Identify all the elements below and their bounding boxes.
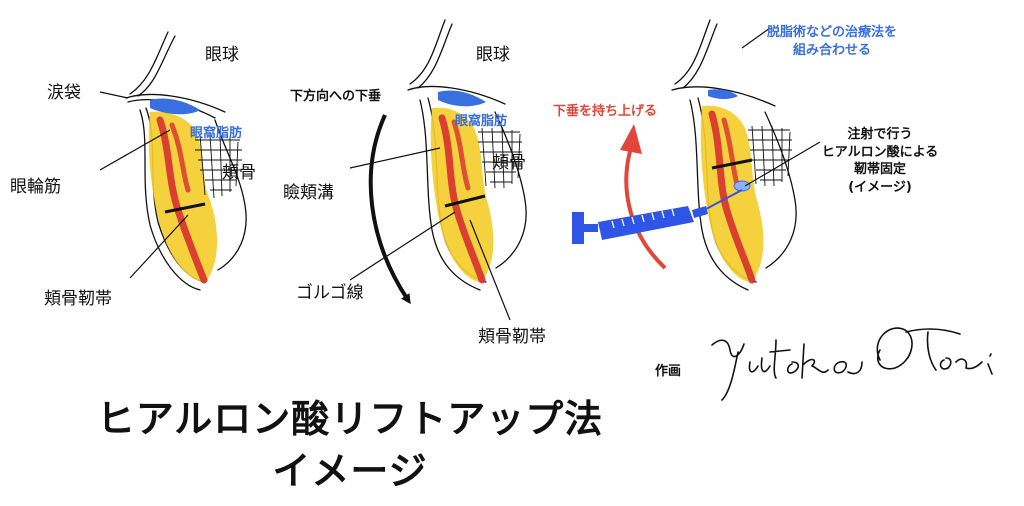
panel2-label-downward-sag: 下方向への下垂 <box>290 89 382 104</box>
panel3-label-treatment-line1: 脱脂術などの治療法を <box>766 25 897 40</box>
panel1-label-eyeball: 眼球 <box>205 45 239 65</box>
panel2-label-cheekbone: 頬骨 <box>492 153 526 173</box>
lift-up-arrow <box>624 144 667 270</box>
panel3-label-injection-line3: 靭帯固定 <box>853 162 906 178</box>
panel2-ligament-mark <box>444 194 486 208</box>
panel2-label-golgo-line: ゴルゴ線 <box>296 283 364 303</box>
artist-signature-image <box>711 327 993 401</box>
panel1-label-tear-trough: 涙袋 <box>47 83 81 103</box>
hyaluronic-acid-deposit <box>733 180 751 192</box>
panel1-cheekbone-hatching <box>195 134 242 199</box>
panel1-label-orbital-fat: 眼窩脂肪 <box>190 126 243 141</box>
panel2-label-palpebromalar-groove: 瞼頬溝 <box>283 183 334 203</box>
title-line2: イメージ <box>272 449 428 493</box>
panel2-label-zygomatic-ligament: 頬骨靭帯 <box>478 327 546 347</box>
panel3-cheekbone-hatching <box>748 125 792 187</box>
panel2-cheekbone-hatching <box>478 127 522 189</box>
panel1-ligament-mark <box>164 202 206 214</box>
credit-label: 作画 <box>655 364 682 379</box>
panel1-orbital-fat <box>150 98 200 115</box>
title-line1: ヒアルロン酸リフトアップ法 <box>96 397 604 441</box>
panel1-label-zygomatic-ligament: 頬骨靭帯 <box>44 289 112 309</box>
panel3-label-injection: 注射で行う ヒアルロン酸による 靭帯固定 (イメージ) <box>800 126 960 196</box>
panel3-ligament-mark <box>711 158 753 170</box>
panel3-label-injection-line1: 注射で行う <box>847 127 913 142</box>
panel3-muscle <box>708 110 756 284</box>
panel1-label-orbicularis: 眼輪筋 <box>10 177 61 197</box>
panel3-orbital-fat <box>708 89 738 99</box>
lift-up-arrowhead <box>620 124 642 154</box>
panel2-muscle <box>438 114 486 284</box>
panel2-label-orbital-fat: 眼窩脂肪 <box>455 114 508 129</box>
panel3-label-injection-line2: ヒアルロン酸による <box>821 144 939 160</box>
downward-sag-arrow <box>368 114 411 305</box>
panel1-label-cheekbone: 頬骨 <box>222 163 256 183</box>
panel2-label-eyeball: 眼球 <box>476 45 510 65</box>
syringe-icon <box>572 189 743 244</box>
panel3-label-treatment-line2: 組み合わせる <box>792 42 871 58</box>
panel2-orbital-fat <box>438 90 486 107</box>
panel3-label-lift-sag: 下垂を持ち上げる <box>553 104 658 119</box>
panel3-label-treatment: 脱脂術などの治療法を 組み合わせる <box>752 24 912 59</box>
panel3-label-injection-line4: (イメージ) <box>848 179 912 195</box>
